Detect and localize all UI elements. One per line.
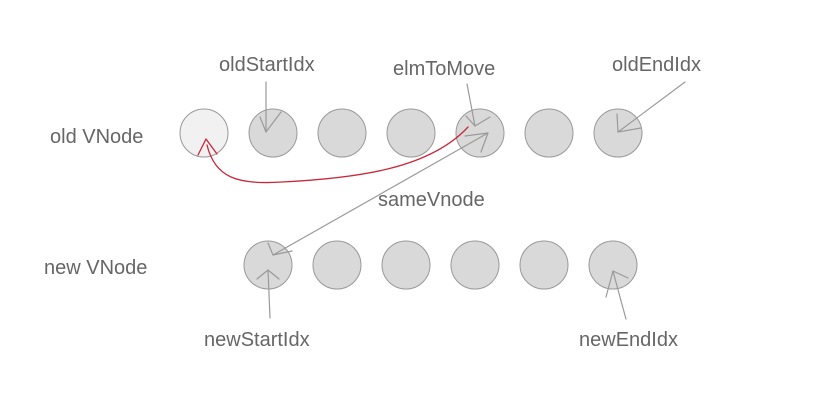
elm-to-move-label: elmToMove [393, 58, 495, 80]
old-vnode-row-label: old VNode [50, 126, 143, 148]
new-start-idx-arrow [256, 269, 280, 319]
old-end-idx-arrow [616, 81, 686, 133]
old-vnode-node-5 [524, 108, 574, 158]
same-vnode-arrow [267, 132, 489, 256]
old-vnode-node-2 [317, 108, 367, 158]
new-vnode-row-label: new VNode [44, 257, 147, 279]
old-vnode-list [179, 108, 643, 158]
new-vnode-list [243, 240, 638, 290]
old-vnode-node-4 [455, 108, 505, 158]
new-vnode-node-2 [381, 240, 431, 290]
move-element-arrow [197, 126, 469, 184]
new-end-idx-arrow [605, 270, 629, 320]
old-end-idx-label: oldEndIdx [612, 54, 701, 76]
new-start-idx-label: newStartIdx [204, 329, 310, 351]
old-vnode-node-1 [248, 108, 298, 158]
old-vnode-node-6 [593, 108, 643, 158]
new-vnode-node-1 [312, 240, 362, 290]
new-end-idx-label: newEndIdx [579, 329, 678, 351]
old-vnode-node-0 [179, 108, 229, 158]
new-vnode-node-3 [450, 240, 500, 290]
elm-to-move-arrow [465, 83, 491, 127]
old-start-idx-label: oldStartIdx [219, 54, 315, 76]
same-vnode-label: sameVnode [378, 189, 485, 211]
old-start-idx-arrow [259, 81, 282, 133]
new-vnode-node-5 [588, 240, 638, 290]
new-vnode-node-4 [519, 240, 569, 290]
old-vnode-node-3 [386, 108, 436, 158]
